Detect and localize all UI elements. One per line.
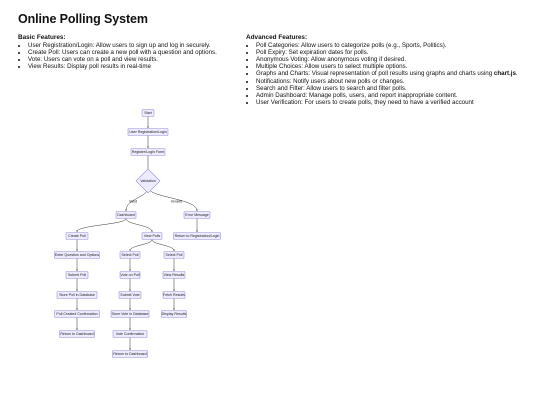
flow-node-label: Dashboard (117, 213, 135, 217)
advanced-features-list: Poll Categories: Allow users to categori… (246, 42, 521, 106)
edge-label-invalid: Invalid (171, 199, 182, 203)
flow-node-submitpoll: Submit Poll (65, 271, 89, 279)
page-title: Online Polling System (18, 12, 148, 26)
flow-edge-dashboard-viewpolls (125, 218, 153, 233)
flow-node-selectpoll1: Select Poll (119, 251, 141, 259)
flow-node-voteconf: Vote Confirmation (112, 330, 148, 338)
flow-node-label: Vote Confirmation (116, 332, 145, 336)
advanced-features-section: Advanced Features: Poll Categories: Allo… (246, 34, 521, 106)
flow-node-label: Enter Question and Options (55, 253, 100, 257)
flow-node-label: Store Poll in Database (59, 293, 95, 297)
list-item: Graphs and Charts: Visual representation… (256, 70, 521, 77)
flow-node-reg: User Registration/Login (127, 128, 169, 136)
flow-node-label: Select Poll (122, 253, 139, 257)
flow-node-label: Error Message (185, 213, 209, 217)
flow-edge-dashboard-create (76, 218, 127, 233)
list-item: Vote: Users can vote on a poll and view … (28, 56, 243, 63)
flow-node-label: Vote on Poll (120, 273, 139, 277)
flow-node-storevote: Store Vote in Database (110, 310, 150, 318)
flow-node-viewresults: View Results (162, 271, 186, 279)
flow-node-label: Store Vote in Database (112, 312, 149, 316)
flow-node-label: Submit Vote (120, 293, 139, 297)
flow-node-submitvote: Submit Vote (118, 291, 142, 299)
flow-node-label: Return to Registration/Login (175, 234, 220, 238)
flow-node-dashboard: Dashboard (115, 211, 137, 219)
list-item: Poll Expiry: Set expiration dates for po… (256, 49, 521, 56)
flow-node-returndash1: Return to Dashboard (59, 330, 95, 338)
flow-node-label: View Results (164, 273, 185, 277)
flow-node-enterq: Enter Question and Options (54, 251, 100, 259)
flow-node-form: Register/Login Form (130, 148, 166, 156)
flow-node-label: Select Poll (166, 253, 183, 257)
flow-node-storepoll: Store Poll in Database (56, 291, 98, 299)
flow-edge-viewpolls-selectpoll1 (129, 239, 153, 252)
flow-node-returndash2: Return to Dashboard (112, 350, 148, 358)
flow-node-label: Poll Created Confirmation (56, 312, 97, 316)
flow-node-displayresults: Display Results (161, 310, 187, 318)
edge-label-valid: Valid (129, 199, 137, 203)
advanced-features-heading: Advanced Features: (246, 34, 308, 41)
flow-node-label: Submit Poll (68, 273, 86, 277)
list-item: Multiple Choices: Allow users to select … (256, 63, 521, 70)
basic-features-heading: Basic Features: (18, 34, 66, 41)
flow-node-start: Start (141, 109, 155, 117)
flow-node-label: Register/Login Form (132, 150, 165, 154)
flow-node-label: Fetch Results (163, 293, 185, 297)
basic-features-list: User Registration/Login: Allow users to … (18, 42, 243, 70)
flow-node-label: Validation (140, 179, 156, 183)
charts-item-text: Graphs and Charts: Visual representation… (256, 70, 494, 78)
flow-node-viewpolls: View Polls (141, 232, 163, 240)
basic-features-section: Basic Features: User Registration/Login:… (18, 34, 243, 70)
flow-node-label: Return to Dashboard (60, 332, 93, 336)
flow-node-validation: Validation (135, 168, 161, 194)
flow-node-label: Display Results (162, 312, 187, 316)
flow-node-fetchresults: Fetch Results (162, 291, 186, 299)
list-item: Anonymous Voting: Allow anonymous voting… (256, 56, 521, 63)
list-item: Create Poll: Users can create a new poll… (28, 49, 243, 56)
flow-edge-viewpolls-selectpoll2 (151, 239, 175, 252)
list-item: Poll Categories: Allow users to categori… (256, 42, 521, 49)
flow-node-label: Return to Dashboard (113, 352, 146, 356)
flow-node-label: Start (144, 111, 152, 115)
flow-node-create: Create Poll (65, 232, 89, 240)
list-item: Notifications: Notify users about new po… (256, 78, 521, 85)
flow-node-label: Create Poll (68, 234, 86, 238)
list-item: Search and Filter: Allow users to search… (256, 85, 521, 92)
list-item: Admin Dashboard: Manage polls, users, an… (256, 92, 521, 99)
flow-node-voteonpoll: Vote on Poll (119, 271, 141, 279)
flow-node-selectpoll2: Select Poll (163, 251, 185, 259)
charts-item-bold: chart.js (493, 70, 516, 78)
flow-node-returnreg: Return to Registration/Login (173, 232, 221, 240)
flow-node-label: View Polls (144, 234, 161, 238)
flow-node-pollcreated: Poll Created Confirmation (54, 310, 100, 318)
list-item: View Results: Display poll results in re… (28, 63, 243, 70)
flow-node-label: User Registration/Login (129, 130, 167, 134)
flow-node-error: Error Message (183, 211, 211, 219)
list-item: User Verification: For users to create p… (256, 99, 521, 106)
charts-item-suffix: . (515, 70, 518, 78)
list-item: User Registration/Login: Allow users to … (28, 42, 243, 49)
